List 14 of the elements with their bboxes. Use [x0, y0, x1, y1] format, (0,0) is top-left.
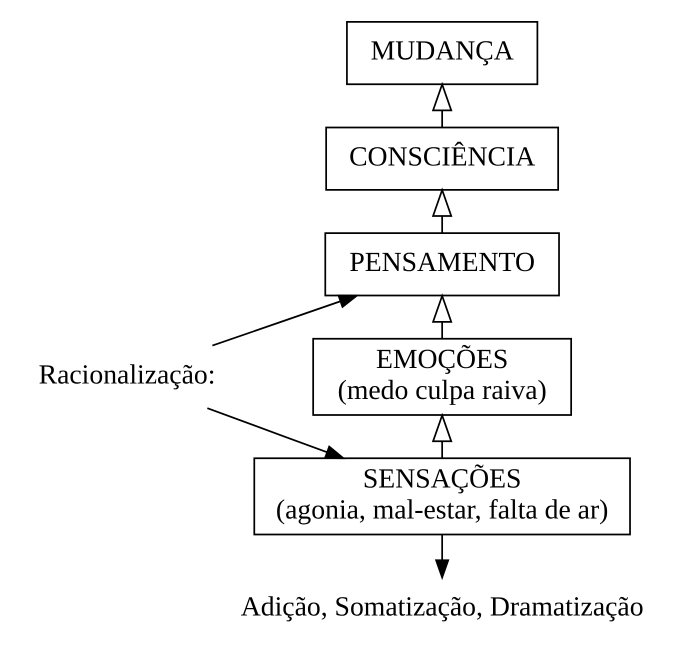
- arrow: [207, 407, 346, 460]
- node-box: EMOÇÕES (medo culpa raiva): [312, 338, 572, 416]
- arrow: [212, 294, 360, 346]
- arrow: [434, 535, 450, 580]
- arrow: [432, 412, 452, 458]
- arrow: [432, 82, 452, 128]
- node-text: Racionalização:: [38, 358, 216, 390]
- node-text: Adição, Somatização, Dramatização: [240, 590, 644, 622]
- node-box: SENSAÇÕES (agonia, mal-estar, falta de ar): [253, 457, 631, 536]
- node-box: MUDANÇA: [346, 21, 538, 86]
- arrow: [432, 187, 452, 233]
- node-box: PENSAMENTO: [324, 232, 560, 296]
- arrow: [432, 293, 452, 338]
- node-box: CONSCIÊNCIA: [325, 126, 560, 191]
